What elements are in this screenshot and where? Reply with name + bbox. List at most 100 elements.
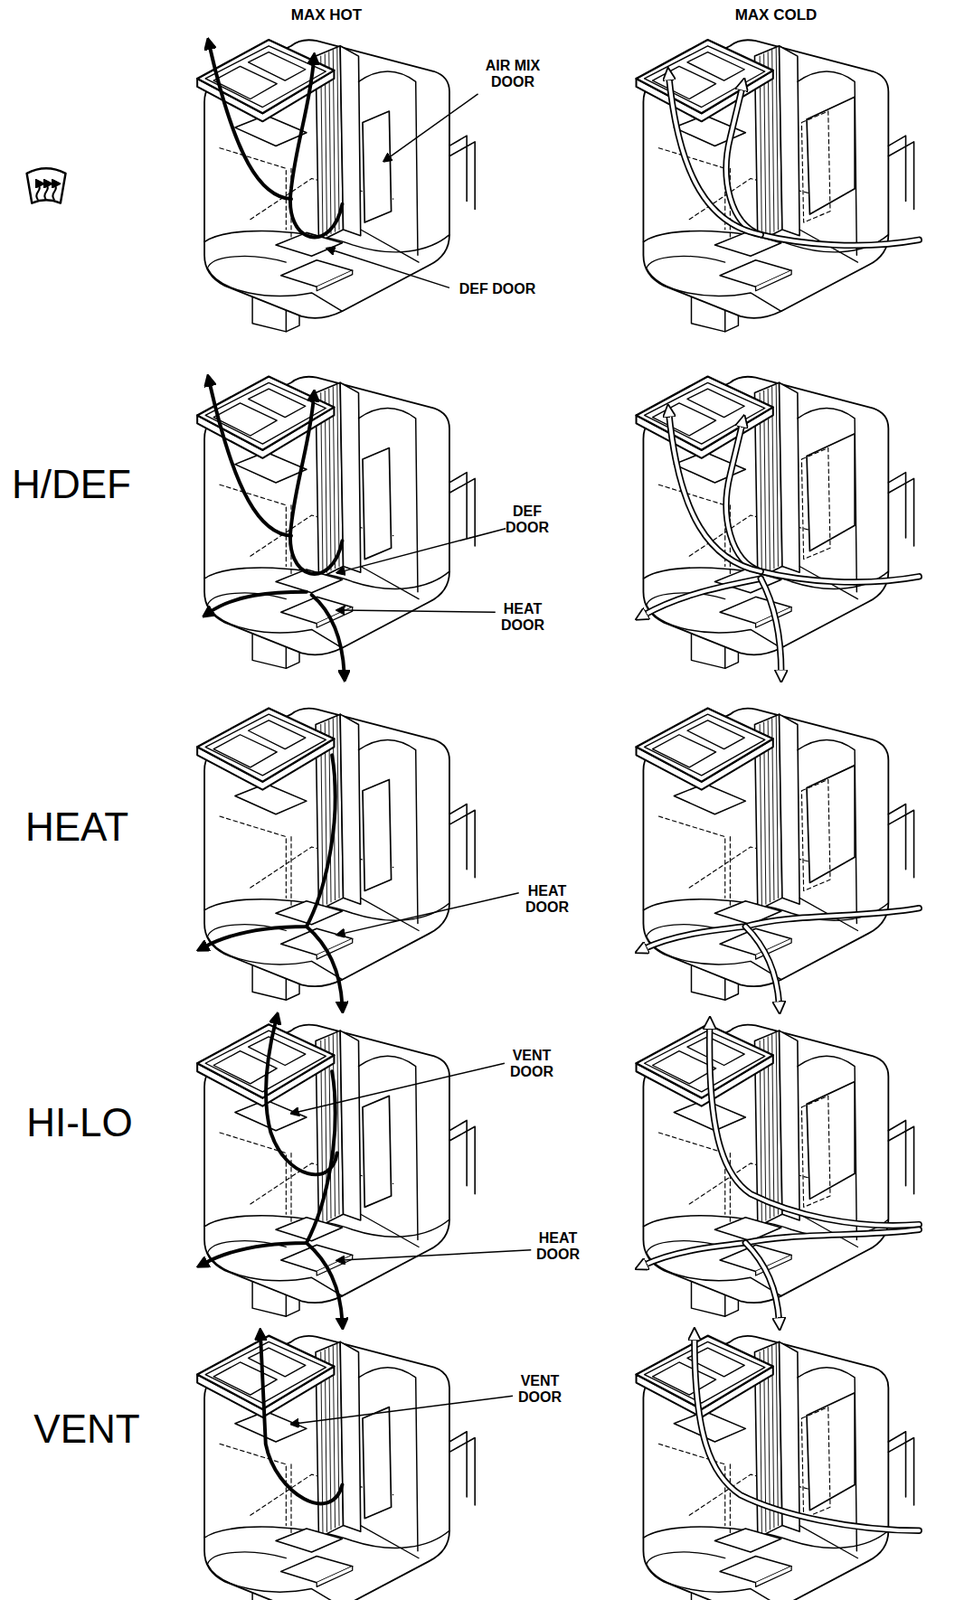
air-mix-door <box>806 765 855 884</box>
leader-line <box>341 610 495 613</box>
mode-label: HEAT <box>25 804 129 851</box>
pipe <box>449 135 467 201</box>
label-slot: DEF DOOR <box>459 281 536 298</box>
label-slot: HEAT <box>25 804 129 851</box>
hot-airflow <box>204 1071 336 1264</box>
label-slot: VENT <box>33 1407 140 1454</box>
pipe <box>449 478 475 547</box>
pipe <box>888 1126 914 1195</box>
hidden-line <box>219 484 286 567</box>
core-side <box>340 1030 361 1221</box>
label-slot: VENT DOOR <box>508 1373 572 1408</box>
hvac-unit <box>197 1021 475 1323</box>
core-side <box>779 714 801 905</box>
outlet-frame <box>197 1336 334 1410</box>
hot-airflow <box>290 397 342 575</box>
pipe <box>449 804 467 870</box>
floor-duct-opening <box>646 1552 726 1565</box>
air-mix-door <box>806 434 855 552</box>
blend-chamber-floor <box>799 1526 858 1560</box>
outlet-opening <box>687 52 745 82</box>
def-door <box>714 1529 781 1553</box>
part-callout: AIR MIX DOOR <box>476 57 549 92</box>
leader-line <box>341 529 506 572</box>
part-callout: VENT DOOR <box>508 1373 572 1408</box>
hot-airflow <box>204 755 336 947</box>
pipe <box>449 1432 467 1498</box>
hot-airflow <box>260 1337 342 1505</box>
column-heading: MAX COLD <box>735 6 818 25</box>
hidden-line <box>658 1444 725 1526</box>
core-fin <box>337 47 340 230</box>
mode-label: VENT <box>33 1407 140 1454</box>
outlet-opening <box>687 1037 745 1067</box>
label-slot: MAX COLD <box>735 6 818 25</box>
pipe <box>888 135 906 201</box>
air-mix-door <box>362 779 392 891</box>
hot-airflow <box>306 1243 343 1323</box>
core-side <box>340 714 361 905</box>
cold-airflow <box>694 1337 919 1532</box>
heat-wave-arrow <box>52 183 56 200</box>
cold-airflow-outline <box>669 413 762 572</box>
floor-duct-opening <box>207 1552 286 1565</box>
windshield-outline <box>27 168 67 203</box>
air-mix-door <box>806 1082 855 1201</box>
outlet-frame <box>636 708 774 782</box>
part-callout: DEF DOOR <box>459 281 536 298</box>
mode-label: H/DEF <box>11 462 132 509</box>
cold-airflow-outline <box>669 76 762 236</box>
core-side <box>779 382 801 573</box>
air-mix-door <box>362 111 392 223</box>
hot-airflow <box>209 46 292 199</box>
outlet-frame-inner <box>205 714 326 776</box>
hvac-unit <box>197 377 475 674</box>
heat-door-edge <box>316 270 353 292</box>
hot-airflow <box>312 595 345 674</box>
hidden-line <box>219 816 286 899</box>
blend-chamber <box>358 71 417 256</box>
label-slot: HEAT DOOR <box>515 883 579 918</box>
cold-airflow-outline <box>709 1025 920 1226</box>
hidden-line <box>658 148 725 230</box>
air-mix-door <box>806 1393 855 1512</box>
label-slot: DEF DOOR <box>495 503 559 538</box>
core-fin <box>337 716 340 899</box>
cold-airflow-outline <box>760 578 782 674</box>
heat-door <box>281 1556 353 1583</box>
label-slot: HEAT DOOR <box>491 601 555 635</box>
core-fin <box>775 716 778 899</box>
core-fin <box>775 385 778 568</box>
hvac-unit <box>197 39 475 332</box>
cold-airflow <box>669 413 762 572</box>
vent-door <box>235 452 307 483</box>
cold-airflow <box>745 926 779 1006</box>
hvac-unit <box>197 708 475 1005</box>
pipe <box>888 804 906 870</box>
outlet-opening <box>248 388 306 418</box>
part-callout: DEF DOOR <box>495 503 559 538</box>
cold-airflow <box>760 578 782 674</box>
label-slot: AIR MIX DOOR <box>476 57 549 92</box>
vent-door <box>673 784 746 815</box>
label-slot: H/DEF <box>11 462 132 509</box>
leader-line <box>387 94 478 159</box>
air-mix-door-ghost <box>801 448 831 560</box>
heat-door <box>281 1245 353 1272</box>
cold-airflow-outline <box>642 908 919 950</box>
outlet-frame-inner <box>644 714 766 776</box>
leader-line <box>341 893 519 935</box>
cold-airflow-outline <box>726 86 919 246</box>
leader-line <box>296 1063 505 1113</box>
hvac-unit <box>636 1336 920 1600</box>
outlet-frame-inner <box>644 382 766 445</box>
hidden-line <box>658 816 725 899</box>
cold-airflow <box>669 76 762 236</box>
vent-door <box>673 1411 746 1443</box>
core-fin <box>775 47 778 230</box>
pipe <box>888 1438 914 1507</box>
vent-door <box>235 784 307 815</box>
heat-wave-arrow <box>36 183 39 200</box>
air-mix-door-ghost <box>801 1096 831 1208</box>
